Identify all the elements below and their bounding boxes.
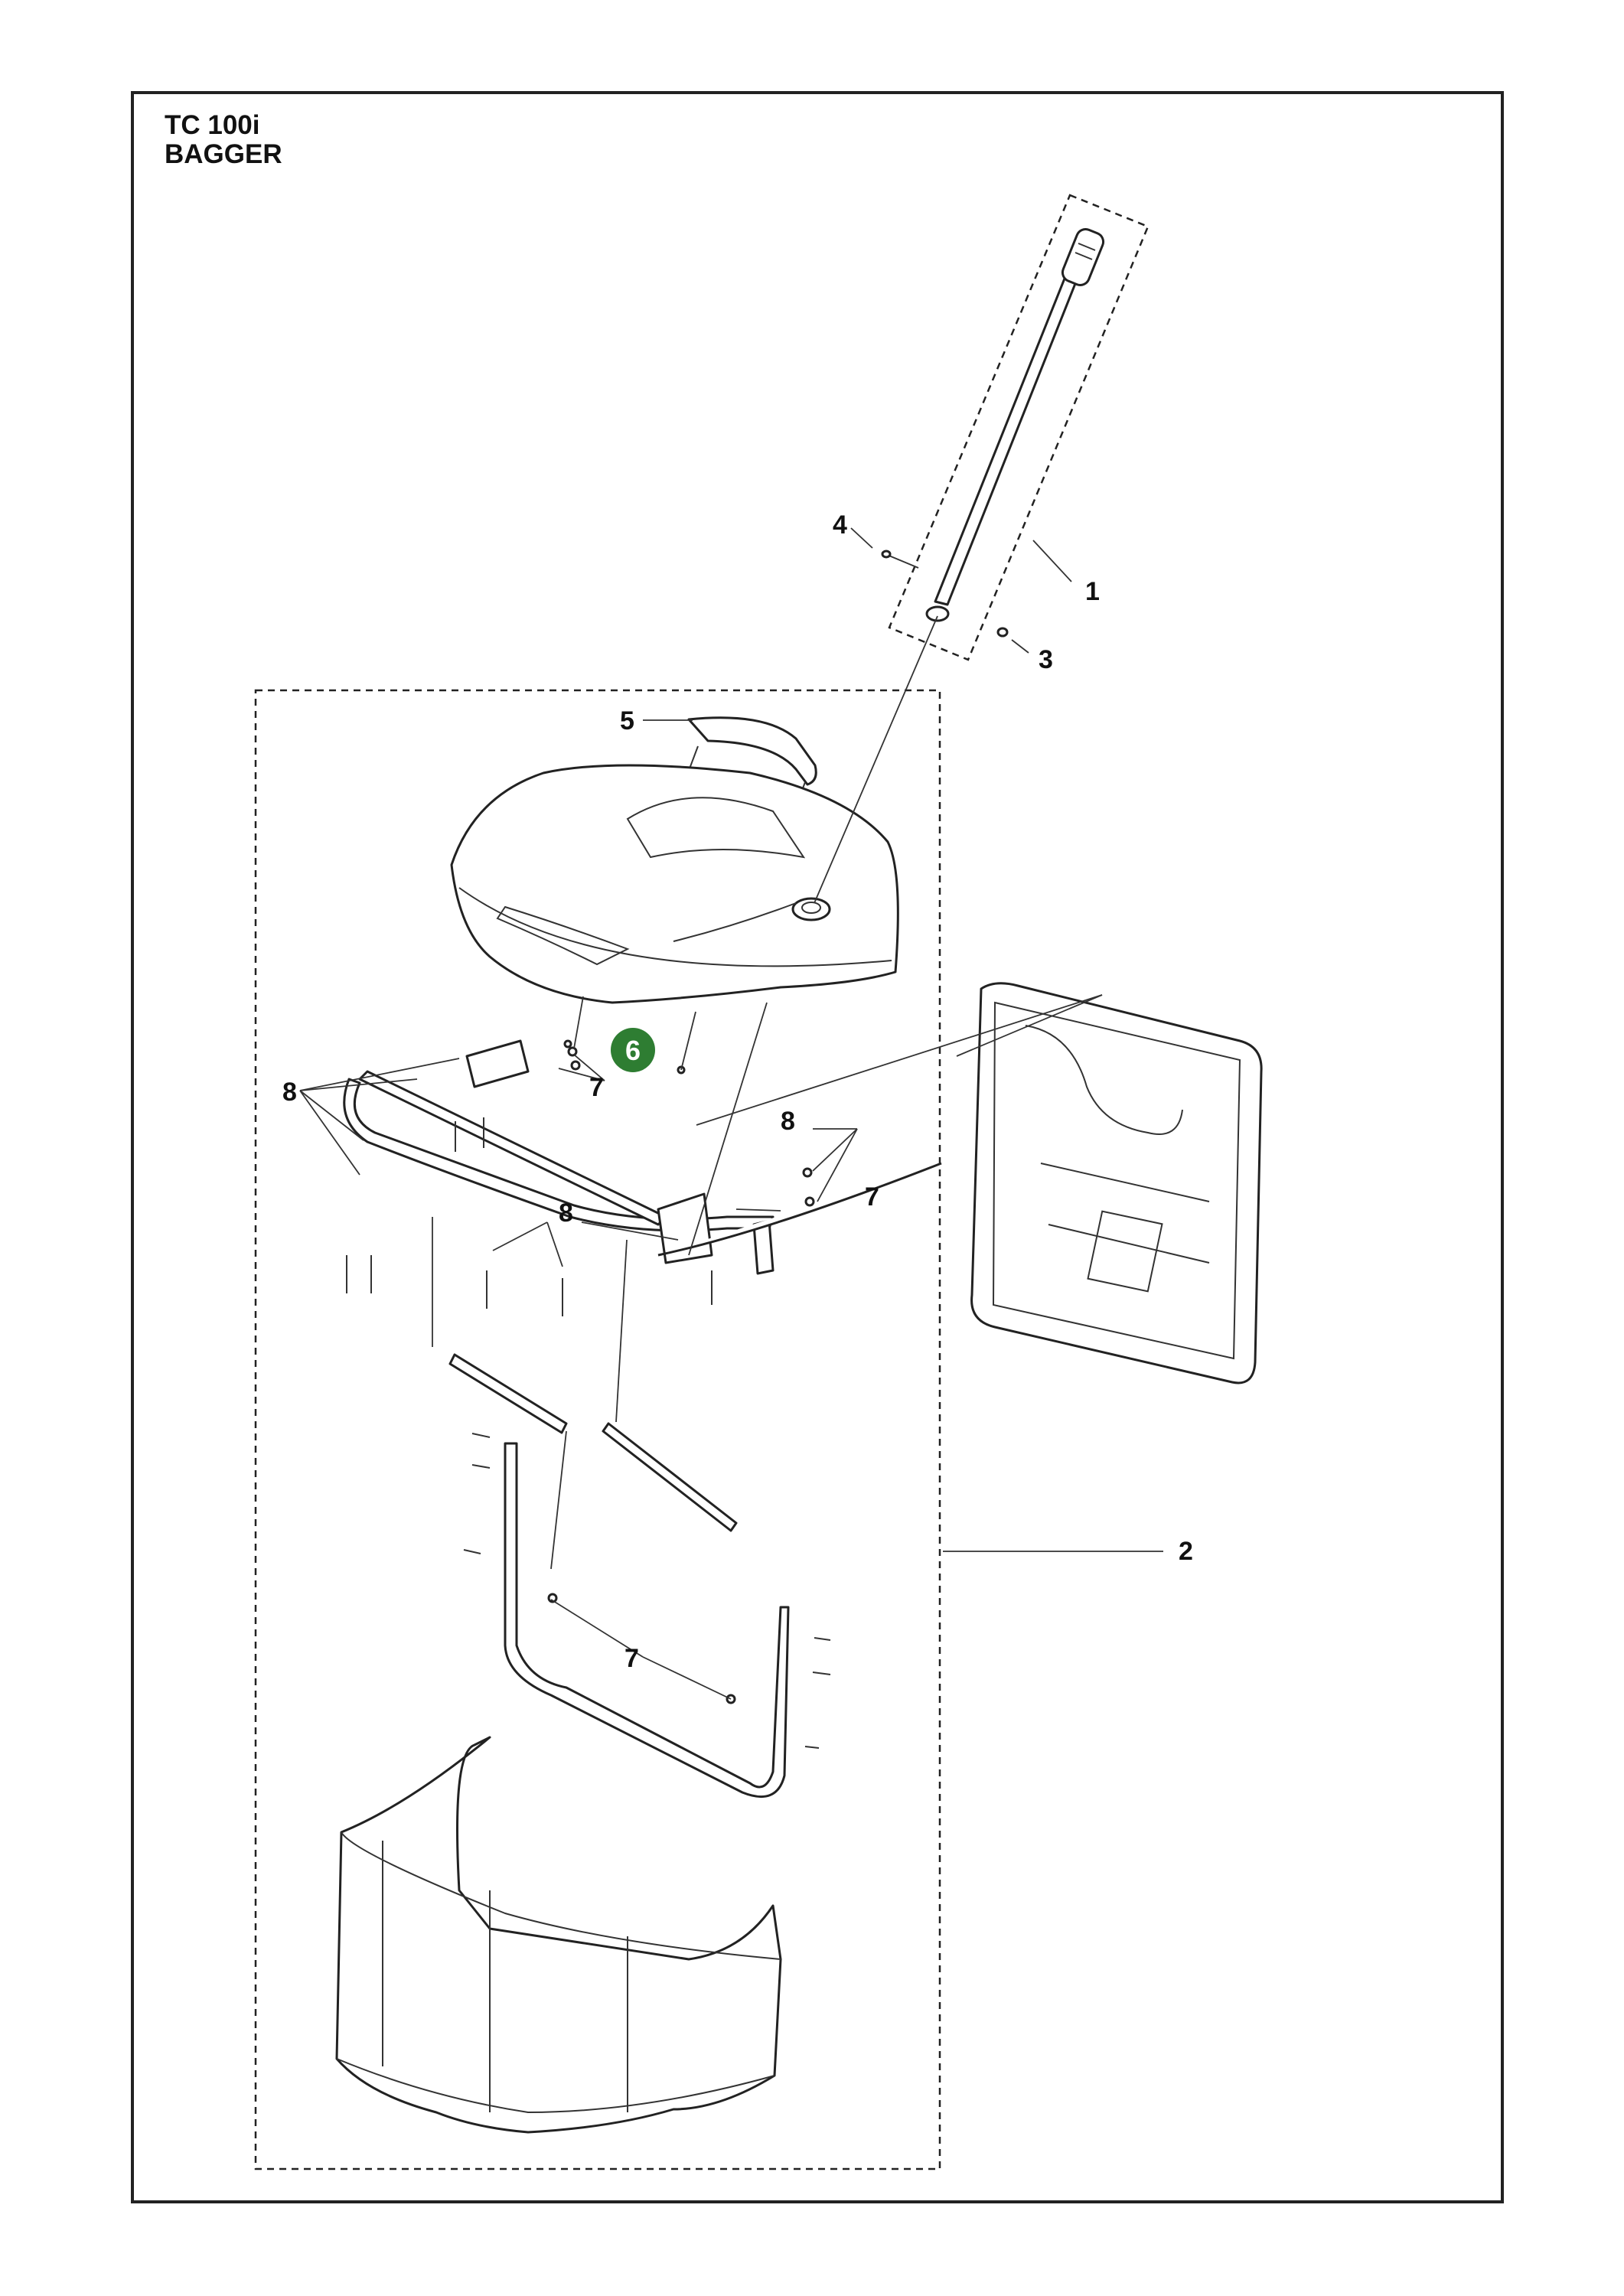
callout-8-left: 8 [282,1078,297,1107]
model-name: TC 100i [165,110,260,140]
upper-frame-part[interactable] [343,1039,942,1275]
screw-part[interactable] [881,550,919,569]
leader-lines [299,527,1163,1700]
callout-8-center: 8 [559,1199,573,1228]
hardware-nut-part[interactable] [547,1039,815,1704]
callout-7-right: 7 [865,1182,879,1212]
drawing-frame [131,91,1504,2203]
hardware-screw-part[interactable] [346,1117,831,1749]
rear-plate-part[interactable] [970,982,1263,1384]
callout-6-highlight[interactable]: 6 [611,1028,655,1072]
nut-part[interactable] [996,627,1009,638]
callout-3: 3 [1039,645,1053,674]
bagger-group-box [254,689,941,2170]
assembly-name: BAGGER [165,139,282,169]
callout-4: 4 [833,510,847,540]
callout-7-upper: 7 [589,1073,604,1102]
handle-bar-part[interactable] [925,227,1106,622]
lower-frame-part[interactable] [504,1442,790,1799]
left-strut-part[interactable] [448,1353,568,1434]
page-title: TC 100i BAGGER [165,111,282,169]
callout-1: 1 [1085,577,1100,606]
callout-2: 2 [1179,1537,1193,1566]
handle-group-box [888,194,1150,661]
callout-6: 6 [625,1035,641,1066]
callout-7-lower: 7 [624,1644,639,1673]
top-cover-part[interactable] [450,764,899,1004]
right-strut-part[interactable] [602,1422,738,1532]
highlight-badge [611,1028,655,1072]
callout-8-right: 8 [781,1107,795,1136]
grass-bag-part[interactable] [335,1736,782,2134]
callout-5: 5 [620,706,634,735]
